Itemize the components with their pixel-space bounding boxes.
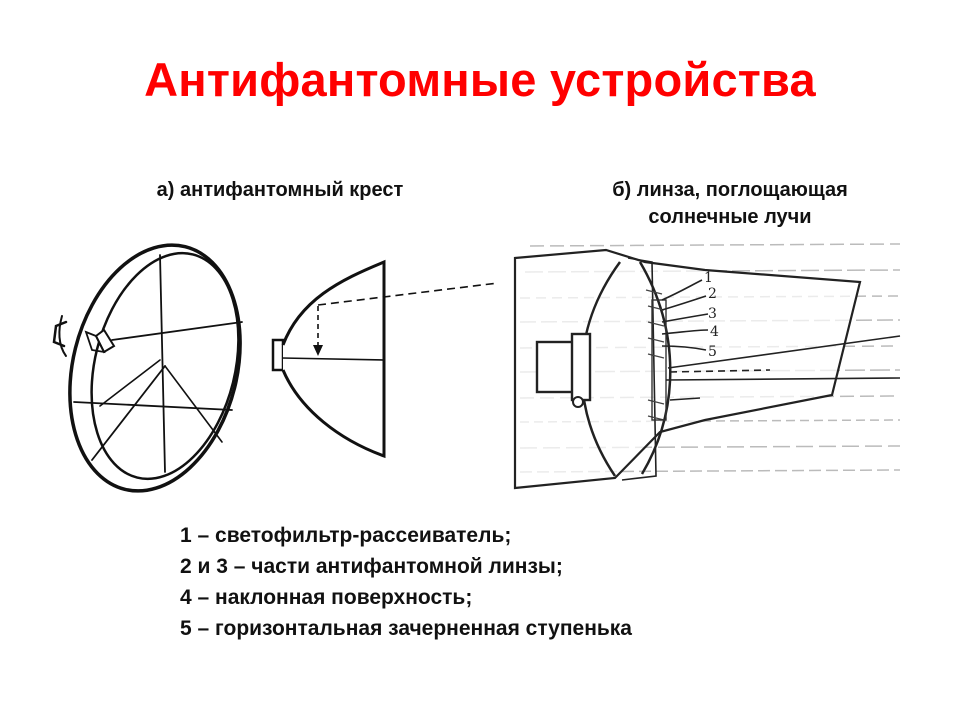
label-1: 1	[704, 270, 713, 286]
lens-section-figure: 1 2 3 4 5	[513, 243, 901, 490]
label-2: 2	[708, 286, 717, 302]
legend-item: 4 – наклонная поверхность;	[180, 586, 473, 609]
caption-antiphantom-cross: а) антифантомный крест	[156, 179, 404, 201]
cone-side-figure	[271, 259, 499, 459]
label-5: 5	[708, 344, 717, 360]
legend-list: 1 – светофильтр-рассеиватель; 2 и 3 – ча…	[180, 520, 632, 644]
legend-item: 1 – светофильтр-рассеиватель;	[180, 524, 512, 547]
lamp-cross-figure	[52, 243, 243, 493]
label-3: 3	[708, 306, 717, 322]
slide-title: Антифантомные устройства	[144, 53, 816, 106]
legend-item: 2 и 3 – части антифантомной линзы;	[180, 555, 563, 578]
label-4: 4	[710, 324, 719, 340]
caption-absorbing-lens: б) линза, поглощающая солнечные лучи	[520, 177, 940, 231]
caption-b-line2: солнечные лучи	[648, 206, 812, 228]
caption-b-line1: б) линза, поглощающая	[612, 179, 848, 201]
legend-item: 5 – горизонтальная зачерненная ступенька	[180, 617, 632, 640]
